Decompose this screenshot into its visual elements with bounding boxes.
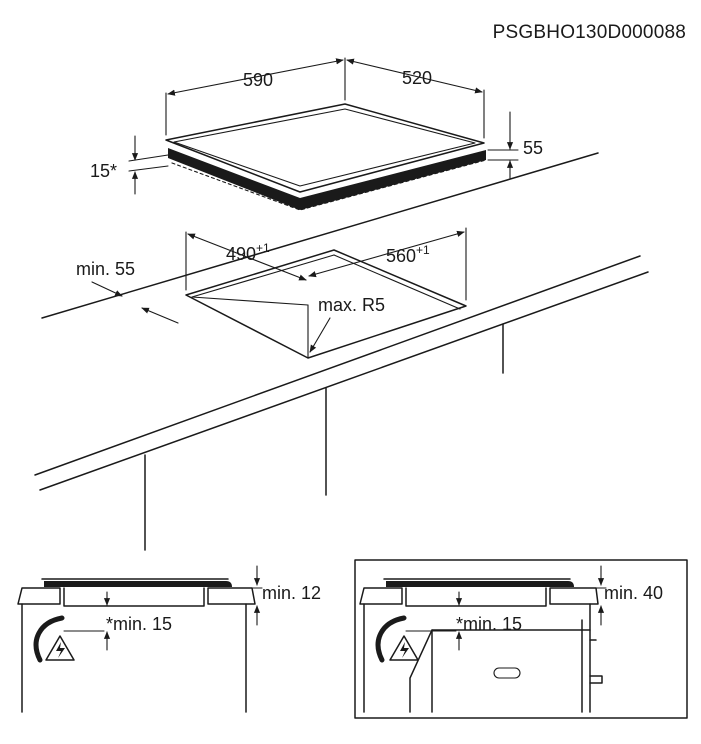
section-right: [354, 559, 688, 719]
cutout-depth-dimension: 490+1: [185, 231, 307, 291]
hob-depth-label: 520: [402, 68, 432, 88]
hob-width-dimension: 590: [165, 57, 346, 136]
hob-edge-label: 15*: [90, 161, 117, 181]
hob-illustration: [165, 103, 487, 211]
front-distance-dimension: min. 55: [76, 259, 179, 324]
hob-height-dimension: 55: [487, 111, 543, 179]
worktop-illustration: [34, 152, 649, 551]
cutout-width-dimension: 560+1: [308, 227, 467, 301]
right-top-clearance-label: min. 40: [604, 583, 663, 603]
hob-edge-dimension: 15*: [90, 135, 169, 195]
cutout-depth-label: 490+1: [226, 241, 270, 264]
corner-radius-label: max. R5: [318, 295, 385, 315]
left-top-clearance-label: min. 12: [262, 583, 321, 603]
front-distance-label: min. 55: [76, 259, 135, 279]
cutout-width-label: 560+1: [386, 243, 430, 266]
section-left: [17, 565, 263, 713]
left-bottom-clearance-label: *min. 15: [106, 614, 172, 634]
hob-depth-dimension: 520: [346, 58, 485, 139]
drawing-code: PSGBHO130D000088: [493, 22, 686, 43]
hob-height-label: 55: [523, 138, 543, 158]
corner-radius-callout: max. R5: [309, 295, 385, 353]
hob-width-label: 590: [243, 70, 273, 90]
right-bottom-clearance-label: *min. 15: [456, 614, 522, 634]
